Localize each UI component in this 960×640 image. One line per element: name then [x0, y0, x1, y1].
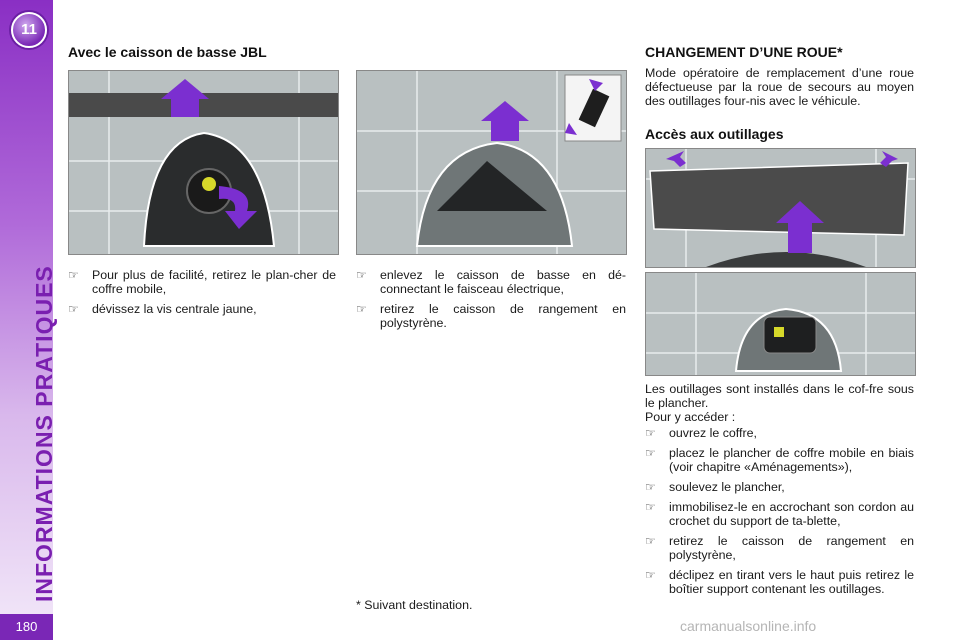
- pointing-hand-icon: ☞: [68, 302, 79, 316]
- chapter-title: INFORMATIONS PRATIQUES: [31, 265, 57, 602]
- subwoofer-photo-1: [68, 70, 339, 255]
- wheel-access-steps: ☞ ouvrez le coffre, ☞ placez le plancher…: [645, 426, 914, 602]
- jbl-steps-col2: ☞ enlevez le caisson de basse en dé-conn…: [356, 268, 626, 336]
- list-item: ☞ déclipez en tirant vers le haut puis r…: [645, 568, 914, 596]
- chapter-number-badge: 11: [11, 12, 47, 48]
- pointing-hand-icon: ☞: [645, 426, 656, 440]
- arrow-up-icon: [776, 201, 824, 253]
- list-item: ☞ soulevez le plancher,: [645, 480, 785, 494]
- tools-location-text: Les outillages sont installés dans le co…: [645, 382, 914, 410]
- pointing-hand-icon: ☞: [645, 534, 656, 548]
- list-item: ☞ Pour plus de facilité, retirez le plan…: [68, 268, 336, 296]
- pointing-hand-icon: ☞: [645, 446, 656, 460]
- pointing-hand-icon: ☞: [645, 480, 656, 494]
- watermark: carmanualsonline.info: [680, 618, 817, 634]
- arrow-up-icon: [481, 101, 529, 141]
- chapter-sidebar: 11 INFORMATIONS PRATIQUES 180: [0, 0, 57, 640]
- list-item: ☞ retirez le caisson de rangement en pol…: [645, 534, 914, 562]
- arrow-icon: [565, 123, 577, 135]
- trunk-floor-photo: [645, 148, 916, 268]
- arrow-up-icon: [161, 79, 209, 117]
- arrow-icon: [880, 151, 898, 167]
- jbl-steps-col1: ☞ Pour plus de facilité, retirez le plan…: [68, 268, 336, 322]
- arrow-icon: [589, 79, 603, 91]
- tools-access-title: Accès aux outillages: [645, 126, 784, 142]
- subwoofer-photo-2: [356, 70, 627, 255]
- footnote: * Suivant destination.: [356, 598, 473, 612]
- list-item: ☞ immobilisez-le en accrochant son cordo…: [645, 500, 914, 528]
- list-item: ☞ retirez le caisson de rangement en pol…: [356, 302, 626, 330]
- pointing-hand-icon: ☞: [645, 568, 656, 582]
- list-item: ☞ placez le plancher de coffre mobile en…: [645, 446, 914, 474]
- pointing-hand-icon: ☞: [645, 500, 656, 514]
- page-number: 180: [0, 614, 53, 640]
- jbl-section-title: Avec le caisson de basse JBL: [68, 44, 267, 60]
- pointing-hand-icon: ☞: [68, 268, 79, 282]
- list-item: ☞ enlevez le caisson de basse en dé-conn…: [356, 268, 626, 296]
- tool-box-photo: [645, 272, 916, 376]
- wheel-section-title: CHANGEMENT D’UNE ROUE*: [645, 44, 843, 60]
- arrow-icon: [666, 151, 686, 167]
- wheel-intro: Mode opératoire de remplacement d’une ro…: [645, 66, 914, 108]
- access-intro-text: Pour y accéder :: [645, 410, 736, 424]
- list-item: ☞ ouvrez le coffre,: [645, 426, 757, 440]
- arrow-curve-icon: [219, 186, 257, 229]
- list-item: ☞ dévissez la vis centrale jaune,: [68, 302, 257, 316]
- pointing-hand-icon: ☞: [356, 302, 367, 316]
- pointing-hand-icon: ☞: [356, 268, 367, 282]
